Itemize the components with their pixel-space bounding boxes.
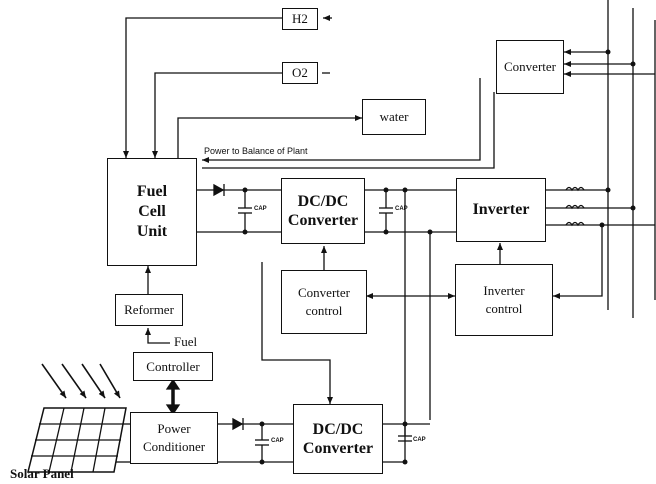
cap-label-3: CAP bbox=[271, 438, 284, 444]
diode-bottom bbox=[232, 417, 244, 431]
fuel-label: Fuel bbox=[174, 334, 198, 349]
reformer-block: Reformer bbox=[115, 294, 183, 326]
control-to-dcdc-bottom bbox=[261, 262, 333, 404]
o2-to-fuelcell-line bbox=[152, 72, 282, 158]
sunlight-arrows-icon bbox=[41, 363, 121, 399]
inductor-1 bbox=[565, 186, 585, 192]
junction-dots bbox=[242, 49, 636, 465]
converter-top-block: Converter bbox=[496, 40, 564, 94]
fuel-to-reformer bbox=[145, 328, 170, 344]
dcdc-converter-top-block: DC/DC Converter bbox=[281, 178, 365, 244]
power-to-bop-line-2 bbox=[202, 92, 495, 169]
inductor-3 bbox=[565, 221, 585, 227]
inductor-2 bbox=[565, 204, 585, 210]
grid-to-inverter-control bbox=[553, 225, 603, 299]
diode-top bbox=[213, 183, 225, 197]
cap-label-2: CAP bbox=[395, 206, 408, 212]
inverter-block: Inverter bbox=[456, 178, 546, 242]
converter-control-block: Converter control bbox=[281, 270, 367, 334]
fuel-cell-unit-block: Fuel Cell Unit bbox=[107, 158, 197, 266]
dcdc-converter-bottom-block: DC/DC Converter bbox=[293, 404, 383, 474]
solar-panel-icon bbox=[27, 407, 132, 473]
cap-label-1: CAP bbox=[254, 206, 267, 212]
solar-panel-label: Solar Panel bbox=[10, 466, 74, 481]
water-block: water bbox=[362, 99, 426, 135]
power-to-bop-line bbox=[202, 78, 481, 163]
fuelcell-to-water-line bbox=[177, 115, 362, 158]
power-to-bop-label: Power to Balance of Plant bbox=[204, 146, 308, 156]
inverter-control-block: Inverter control bbox=[455, 264, 553, 336]
h2-block: H2 bbox=[282, 8, 318, 30]
o2-block: O2 bbox=[282, 62, 318, 84]
cap-label-4: CAP bbox=[413, 437, 426, 443]
power-conditioner-block: Power Conditioner bbox=[130, 412, 218, 464]
controller-block: Controller bbox=[133, 352, 213, 381]
h2-to-fuelcell-line bbox=[123, 17, 282, 158]
